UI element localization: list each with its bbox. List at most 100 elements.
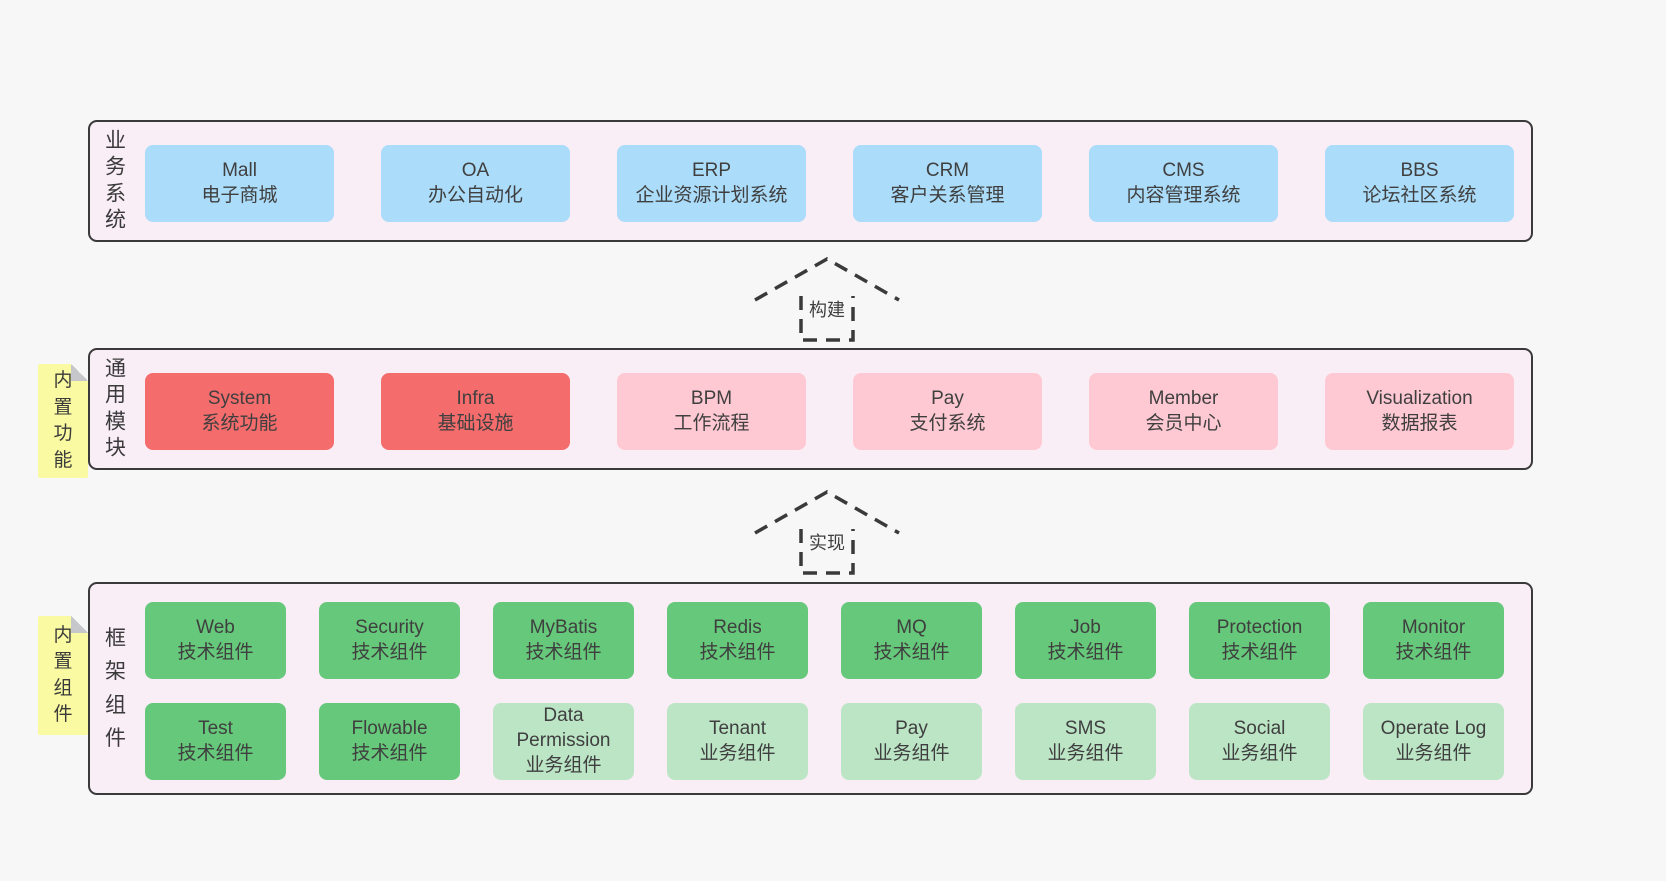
box-subtitle: 系统功能 (201, 412, 278, 434)
box-title: BBS (1400, 159, 1439, 181)
box-title: MQ (896, 616, 927, 638)
arrow-implement-label: 实现 (806, 529, 848, 555)
box-title: Job (1070, 616, 1101, 638)
framework-components-grid: Web 技术组件 Security 技术组件 MyBatis 技术组件 Redi… (145, 602, 1504, 780)
sticky-note-builtin-components: 内置组件 (38, 616, 88, 735)
box-title: MyBatis (529, 616, 598, 638)
box-redis: Redis 技术组件 (667, 602, 808, 679)
box-bbs: BBS 论坛社区系统 (1325, 145, 1514, 222)
box-subtitle: 技术组件 (177, 742, 254, 764)
box-title: Pay (931, 387, 964, 409)
box-subtitle: 业务组件 (525, 754, 602, 776)
box-title: System (207, 387, 272, 409)
box-title: ERP (691, 159, 732, 181)
box-subtitle: 技术组件 (699, 641, 776, 663)
box-title: Social (1233, 717, 1286, 739)
box-subtitle: 基础设施 (437, 412, 514, 434)
box-title: Monitor (1401, 616, 1466, 638)
box-title: CRM (925, 159, 970, 181)
box-subtitle: 技术组件 (351, 742, 428, 764)
box-subtitle: 数据报表 (1381, 412, 1458, 434)
business-systems-row: Mall 电子商城 OA 办公自动化 ERP 企业资源计划系统 CRM 客户关系… (145, 145, 1514, 222)
box-operate-log: Operate Log 业务组件 (1363, 703, 1504, 780)
box-mybatis: MyBatis 技术组件 (493, 602, 634, 679)
sticky-note-text: 内置功能 (53, 369, 73, 471)
box-mall: Mall 电子商城 (145, 145, 334, 222)
box-security: Security 技术组件 (319, 602, 460, 679)
box-erp: ERP 企业资源计划系统 (617, 145, 806, 222)
box-tenant: Tenant 业务组件 (667, 703, 808, 780)
box-title: Infra (456, 387, 495, 409)
box-subtitle: 企业资源计划系统 (635, 184, 788, 206)
box-title: Redis (713, 616, 762, 638)
box-test: Test 技术组件 (145, 703, 286, 780)
box-title: Flowable (351, 717, 428, 739)
box-title: Member (1148, 387, 1219, 409)
box-subtitle: 业务组件 (1221, 742, 1298, 764)
box-subtitle: 会员中心 (1145, 412, 1222, 434)
box-title: CMS (1162, 159, 1205, 181)
box-subtitle: 业务组件 (873, 742, 950, 764)
box-mq: MQ 技术组件 (841, 602, 982, 679)
layer-label-framework-components: 框架组件 (105, 626, 126, 751)
box-title: BPM (690, 387, 733, 409)
framework-components-row-2: Test 技术组件 Flowable 技术组件 Data Permission … (145, 703, 1504, 780)
box-subtitle: 技术组件 (177, 641, 254, 663)
box-bpm: BPM 工作流程 (617, 373, 806, 450)
box-title: Protection (1216, 616, 1303, 638)
box-protection: Protection 技术组件 (1189, 602, 1330, 679)
layer-framework-components: 框架组件 Web 技术组件 Security 技术组件 MyBatis 技术组件… (88, 582, 1533, 795)
box-subtitle: 技术组件 (525, 641, 602, 663)
box-title: Operate Log (1380, 717, 1487, 739)
box-subtitle: 业务组件 (1047, 742, 1124, 764)
box-title: Web (196, 616, 235, 638)
folded-corner-icon (71, 364, 88, 381)
framework-components-row-1: Web 技术组件 Security 技术组件 MyBatis 技术组件 Redi… (145, 602, 1504, 679)
box-oa: OA 办公自动化 (381, 145, 570, 222)
layer-business-systems: 业务系统 Mall 电子商城 OA 办公自动化 ERP 企业资源计划系统 CRM… (88, 120, 1533, 242)
box-subtitle: 业务组件 (699, 742, 776, 764)
box-web: Web 技术组件 (145, 602, 286, 679)
common-modules-row: System 系统功能 Infra 基础设施 BPM 工作流程 Pay 支付系统… (145, 373, 1514, 450)
sticky-note-text: 内置组件 (53, 624, 73, 726)
box-subtitle: 客户关系管理 (890, 184, 1005, 206)
arrow-build: 构建 (752, 252, 902, 344)
box-subtitle: 技术组件 (1221, 641, 1298, 663)
dashed-up-arrow-icon (754, 256, 900, 342)
box-crm: CRM 客户关系管理 (853, 145, 1042, 222)
box-subtitle: 技术组件 (873, 641, 950, 663)
box-subtitle: 论坛社区系统 (1362, 184, 1477, 206)
box-title: OA (461, 159, 490, 181)
arrow-build-label: 构建 (806, 296, 848, 322)
box-infra: Infra 基础设施 (381, 373, 570, 450)
box-title: Tenant (708, 717, 767, 739)
box-title: Data Permission (516, 705, 611, 752)
box-subtitle: 内容管理系统 (1126, 184, 1241, 206)
arrow-implement: 实现 (752, 485, 902, 577)
box-system: System 系统功能 (145, 373, 334, 450)
box-data-permission: Data Permission 业务组件 (493, 703, 634, 780)
box-monitor: Monitor 技术组件 (1363, 602, 1504, 679)
box-social: Social 业务组件 (1189, 703, 1330, 780)
box-title: Mall (222, 159, 257, 181)
box-member: Member 会员中心 (1089, 373, 1278, 450)
box-pay-component: Pay 业务组件 (841, 703, 982, 780)
box-cms: CMS 内容管理系统 (1089, 145, 1278, 222)
box-sms: SMS 业务组件 (1015, 703, 1156, 780)
dashed-up-arrow-icon (754, 489, 900, 575)
box-flowable: Flowable 技术组件 (319, 703, 460, 780)
box-subtitle: 工作流程 (673, 412, 750, 434)
box-subtitle: 技术组件 (1395, 641, 1472, 663)
box-title: Security (355, 616, 424, 638)
box-pay: Pay 支付系统 (853, 373, 1042, 450)
layer-label-common-modules: 通用模块 (105, 357, 126, 460)
box-title: SMS (1064, 717, 1107, 739)
box-job: Job 技术组件 (1015, 602, 1156, 679)
folded-corner-icon (71, 616, 88, 633)
box-subtitle: 业务组件 (1395, 742, 1472, 764)
layer-label-business-systems: 业务系统 (105, 129, 126, 232)
box-title: Test (198, 717, 233, 739)
layer-common-modules: 通用模块 System 系统功能 Infra 基础设施 BPM 工作流程 Pay… (88, 348, 1533, 470)
box-title: Pay (895, 717, 928, 739)
sticky-note-builtin-features: 内置功能 (38, 364, 88, 478)
